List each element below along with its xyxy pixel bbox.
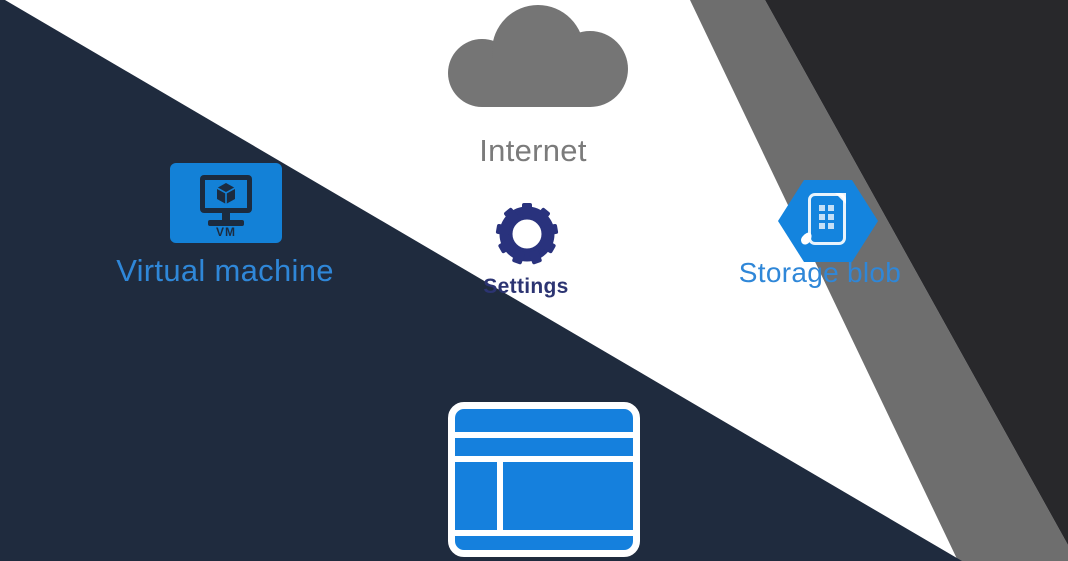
browser-sidebar-divider bbox=[497, 462, 503, 530]
gear-icon bbox=[495, 203, 559, 265]
vm-badge-label: VM bbox=[216, 225, 236, 239]
page-fold-corner bbox=[835, 193, 846, 204]
storage-blob-icon bbox=[778, 180, 878, 262]
virtual-machine-label: Virtual machine bbox=[116, 253, 334, 288]
storage-blob-node bbox=[778, 180, 878, 262]
cloud-icon bbox=[448, 5, 628, 107]
virtual-machine-node: VM bbox=[170, 163, 282, 243]
settings-label: Settings bbox=[483, 275, 569, 298]
storage-blob-label: Storage blob bbox=[738, 257, 902, 288]
browser-statusbar-divider bbox=[455, 530, 633, 536]
browser-toolbar-divider bbox=[455, 456, 633, 462]
blob-page-glyph bbox=[808, 193, 846, 245]
blob-blocks bbox=[819, 205, 834, 229]
browser-titlebar-divider bbox=[455, 432, 633, 438]
browser-icon bbox=[455, 409, 633, 550]
web-app-node bbox=[448, 402, 640, 557]
vm-icon bbox=[200, 175, 252, 226]
internet-node bbox=[440, 3, 630, 108]
settings-node bbox=[494, 203, 560, 265]
internet-label: Internet bbox=[479, 133, 587, 168]
